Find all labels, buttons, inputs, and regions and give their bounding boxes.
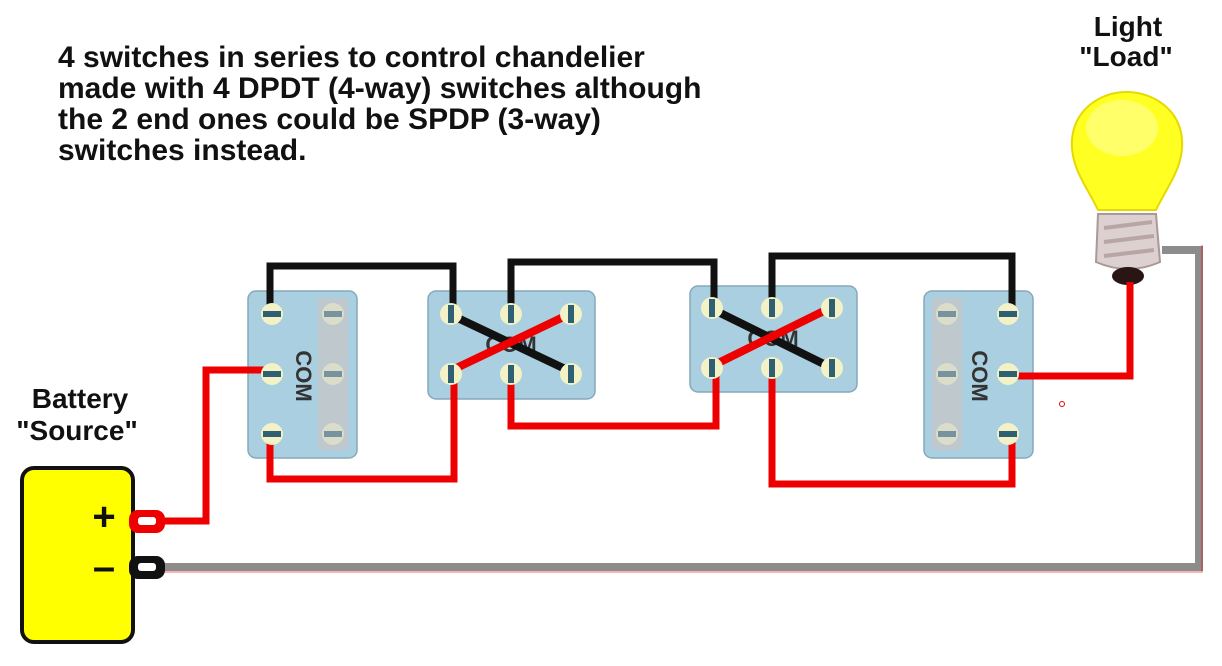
terminal-screw xyxy=(761,357,783,379)
diagram-description: 4 switches in series to control chandeli… xyxy=(58,42,778,166)
terminal-screw xyxy=(997,363,1019,385)
battery: Battery "Source" + – xyxy=(16,383,138,644)
description-line: 4 switches in series to control chandeli… xyxy=(58,41,645,74)
traveler-wire-red xyxy=(768,368,1016,488)
terminal-screw xyxy=(440,303,462,325)
terminal-screw xyxy=(261,363,283,385)
load-label-line1: Light xyxy=(1094,11,1162,42)
description-line: switches instead. xyxy=(58,134,307,167)
bulb-contact xyxy=(1112,267,1144,285)
switch-4-terminals xyxy=(936,303,1019,445)
terminal-screw xyxy=(997,303,1019,325)
terminal-screw-dim xyxy=(936,303,958,325)
light-bulb: Light "Load" xyxy=(1070,11,1184,285)
switch-1-terminals xyxy=(261,303,344,445)
cross-jumper-red xyxy=(706,300,840,372)
terminal-screw xyxy=(560,303,582,325)
traveler-wire xyxy=(266,262,457,314)
terminal-screw xyxy=(500,363,522,385)
switch-2-terminals xyxy=(440,303,582,385)
terminal-screw xyxy=(997,423,1019,445)
terminal-screw-dim xyxy=(322,303,344,325)
cross-jumper-red xyxy=(446,306,580,376)
battery-plus-sign: + xyxy=(92,495,115,539)
description-line: made with 4 DPDT (4-way) switches althou… xyxy=(58,72,702,105)
battery-minus-sign: – xyxy=(93,545,115,589)
return-wire xyxy=(150,246,1203,571)
terminal-screw xyxy=(821,297,843,319)
traveler-wire xyxy=(768,252,1016,313)
description-line: the 2 end ones could be SPDP (3-way) xyxy=(58,103,601,136)
terminal-screw-dim xyxy=(936,423,958,445)
load-wire xyxy=(1008,282,1134,380)
terminal-screw xyxy=(701,357,723,379)
switch-3-terminals xyxy=(701,297,843,379)
load-label-line2: "Load" xyxy=(1079,41,1172,72)
source-label-line1: Battery xyxy=(32,383,129,414)
traveler-wire-red xyxy=(507,368,720,430)
terminal-screw-dim xyxy=(322,363,344,385)
bulb-highlight xyxy=(1086,100,1158,156)
terminal-screw xyxy=(261,423,283,445)
terminal-screw xyxy=(261,303,283,325)
terminal-screw xyxy=(761,297,783,319)
source-label-line2: "Source" xyxy=(16,415,137,446)
traveler-wire-red xyxy=(266,376,458,483)
com-label: COM xyxy=(291,350,316,401)
terminal-screw xyxy=(821,357,843,379)
terminal-screw-dim xyxy=(322,423,344,445)
hot-wire xyxy=(158,366,272,525)
com-label: COM xyxy=(967,350,992,401)
terminal-screw-dim xyxy=(936,363,958,385)
terminal-screw xyxy=(440,363,462,385)
terminal-screw xyxy=(701,297,723,319)
terminal-screw xyxy=(560,363,582,385)
terminal-screw xyxy=(500,303,522,325)
traveler-wire xyxy=(507,258,718,314)
battery-body xyxy=(20,466,135,644)
